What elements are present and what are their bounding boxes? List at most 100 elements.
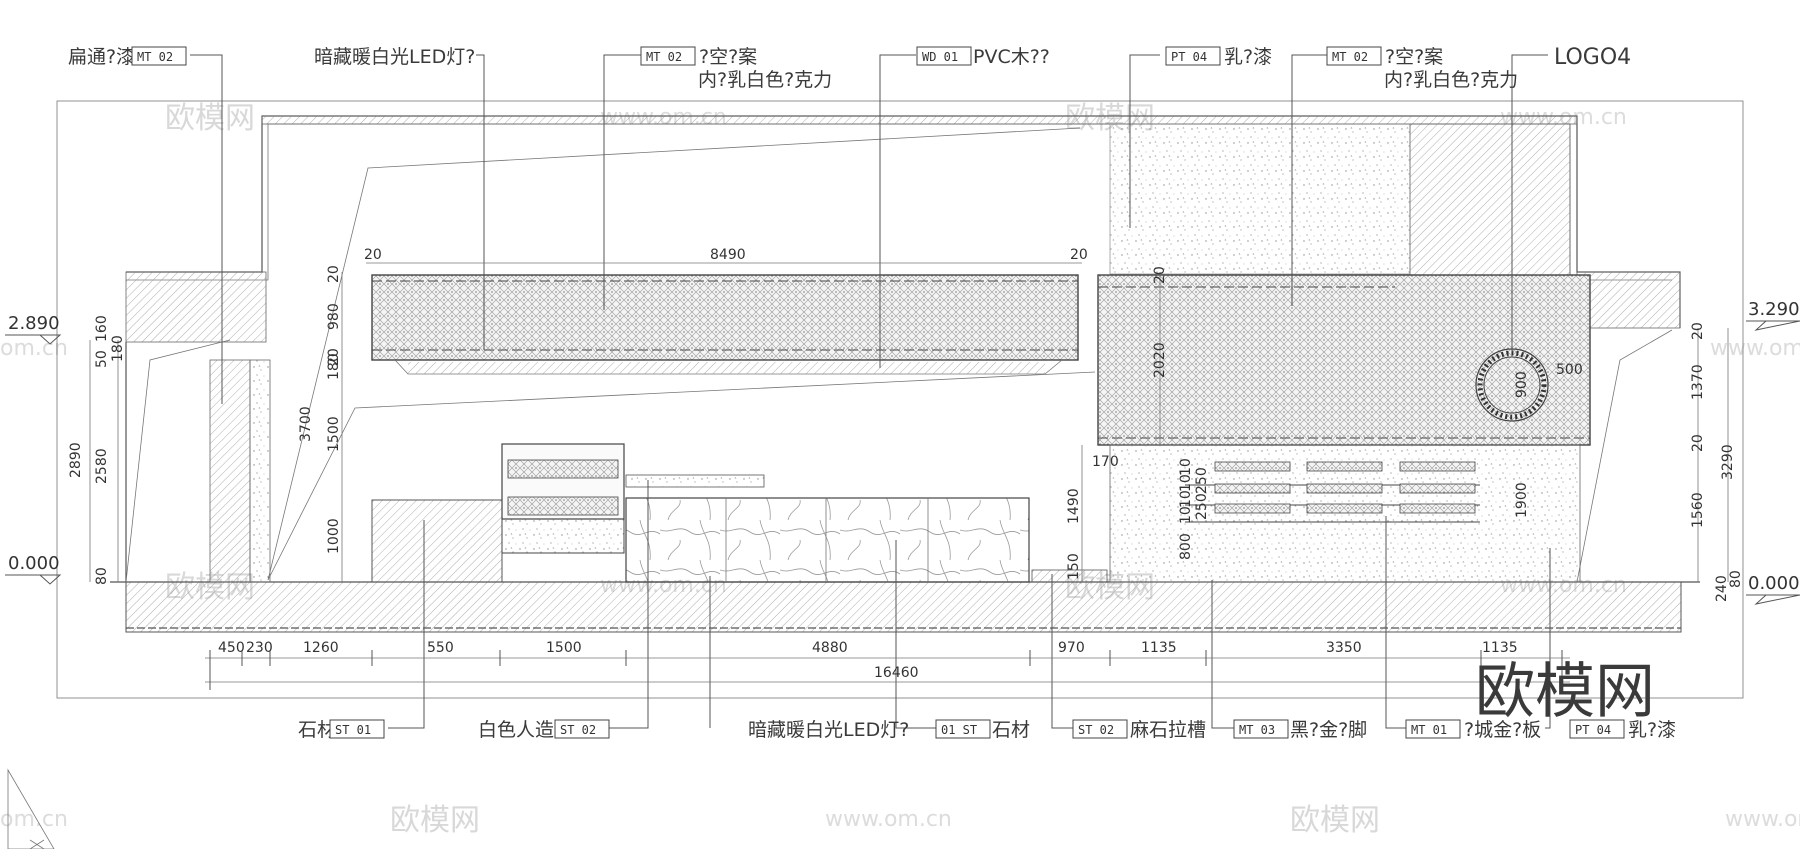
dimension-label: 160 <box>94 315 110 342</box>
dimension-label: 10 <box>1178 506 1194 524</box>
dimension-label: 970 <box>1058 640 1085 656</box>
callout-label: 乳?漆 <box>1224 46 1272 68</box>
dimension-label: 1000 <box>326 518 342 554</box>
dimension-label: 180 <box>326 353 342 380</box>
dimension-label: 20 <box>326 348 342 366</box>
counter <box>371 443 1108 583</box>
dimension-chain-bottom: 450 230 1260 550 1500 4880 970 1135 3350… <box>205 640 1570 690</box>
material-tag: MT 02 <box>1332 50 1368 64</box>
callout-label: 暗藏暖白光LED灯? <box>748 719 909 741</box>
dimension-label: 8490 <box>710 247 746 263</box>
drawing-frame <box>56 100 1744 699</box>
dimension-label: 1490 <box>1066 488 1082 524</box>
callout-label-2: 内?乳白色?克力 <box>698 69 832 91</box>
dimension-label: 980 <box>326 303 342 330</box>
callout-label: 乳?漆 <box>1628 719 1676 741</box>
material-tag: 01 ST <box>941 723 977 737</box>
dimension-label: 250 <box>1194 493 1210 520</box>
callout-label: 石材 <box>298 719 336 741</box>
material-tag: MT 03 <box>1239 723 1275 737</box>
dimension-label: 900 <box>1514 371 1530 398</box>
material-tag: MT 02 <box>646 50 682 64</box>
callout-label: ?城金?板 <box>1464 719 1541 741</box>
dimension-label: 20 <box>1690 322 1706 340</box>
dimension-label: 10 <box>1178 490 1194 508</box>
dimension-label: 1560 <box>1690 492 1706 528</box>
callout-label: ?空?案 <box>1385 46 1443 68</box>
dimension-mid: 2020 20 170 1490 150 800 10 10 10 10 250… <box>1066 266 1210 582</box>
dimension-label: 250 <box>1194 467 1210 494</box>
brand-watermark: 欧模网 <box>1475 657 1655 727</box>
dimension-logo: 900 500 1900 <box>1514 362 1583 518</box>
watermark-url: www.om.cn <box>825 807 952 832</box>
callout-label: ?空?案 <box>699 46 757 68</box>
level-mark: 0.000 <box>1748 573 1800 594</box>
dimension-label: 1500 <box>326 416 342 452</box>
floor-slab <box>110 581 1700 633</box>
material-tag: ST 02 <box>1078 723 1114 737</box>
watermark: 欧模网 <box>165 101 255 136</box>
light-box-left <box>371 274 1079 375</box>
dimension-label: 450 <box>218 640 245 656</box>
dimension-label: 2890 <box>68 442 84 478</box>
dimension-label: 20 <box>1690 434 1706 452</box>
watermark-url: om.cn <box>0 336 68 361</box>
callouts-top: 扁通?漆 MT 02 暗藏暖白光LED灯? MT 02 ?空?案 内?乳白色?克… <box>68 45 1631 91</box>
dimension-label: 500 <box>1556 362 1583 378</box>
dimension-label: 550 <box>427 640 454 656</box>
callout-label: PVC木?? <box>973 46 1050 68</box>
dimension-label: 2580 <box>94 448 110 484</box>
dimension-label: 10 <box>1178 458 1194 476</box>
dimension-label: 1135 <box>1141 640 1177 656</box>
dimension-label: 1135 <box>1482 640 1518 656</box>
callouts-bottom: 石材 ST 01 白色人造石 ST 02 暗藏暖白光LED灯? 01 ST 石材… <box>298 719 1676 741</box>
dimension-label: 180 <box>110 335 126 362</box>
dimension-left: 2890 2580 50 160 180 80 3700 20 980 20 1… <box>68 265 343 585</box>
dimension-label: 2020 <box>1152 342 1168 378</box>
dimension-label: 20 <box>364 247 382 263</box>
level-mark: 0.000 <box>8 553 60 574</box>
watermark-url: www.om.cn <box>1725 807 1800 832</box>
callout-label-2: 内?乳白色?克力 <box>1384 69 1518 91</box>
dimension-right: 20 1370 20 1560 80 240 3290 <box>1690 322 1744 602</box>
watermark: 欧模网 <box>390 803 480 838</box>
callout-label-2: 石材 <box>992 719 1030 741</box>
dimension-label: 10 <box>1178 474 1194 492</box>
cross-mark-icon <box>29 839 45 849</box>
perspective-lines <box>267 127 1673 583</box>
light-box-right <box>1097 274 1591 446</box>
callout-label: 麻石拉槽 <box>1130 719 1206 741</box>
level-marks: 2.890 0.000 3.290 0.000 <box>5 299 1800 605</box>
dimension-label: 50 <box>94 350 110 368</box>
callout-label: LOGO4 <box>1554 45 1631 70</box>
dimension-label: 80 <box>94 567 110 585</box>
leader-lines <box>190 54 1551 729</box>
dimension-label: 20 <box>1152 266 1168 284</box>
material-tag: ST 01 <box>335 723 371 737</box>
dimension-label: 3700 <box>298 406 314 442</box>
dimension-label: 170 <box>1092 454 1119 470</box>
material-tag: PT 04 <box>1171 50 1207 64</box>
callout-label: 白色人造石 <box>478 719 573 741</box>
level-mark: 2.890 <box>8 313 60 334</box>
dimension-label: 800 <box>1178 533 1194 560</box>
dimension-label: 150 <box>1066 553 1082 580</box>
north-arrow-fragment <box>7 768 55 849</box>
dimension-label: 3290 <box>1720 444 1736 480</box>
callout-label: 扁通?漆 <box>68 46 135 68</box>
dimension-label: 80 <box>1728 570 1744 588</box>
material-tag: PT 04 <box>1575 723 1611 737</box>
dimension-label: 1500 <box>546 640 582 656</box>
watermark-url: www.om.cn <box>1710 336 1800 361</box>
dimension-label: 230 <box>246 640 273 656</box>
dimension-label: 1260 <box>303 640 339 656</box>
watermark-url: om.cn <box>0 807 68 832</box>
dimension-total: 16460 <box>874 665 919 681</box>
material-tag: MT 01 <box>1411 723 1447 737</box>
left-column <box>125 339 271 583</box>
material-tag: ST 02 <box>560 723 596 737</box>
dimension-label: 4880 <box>812 640 848 656</box>
material-tag: WD 01 <box>922 50 958 64</box>
